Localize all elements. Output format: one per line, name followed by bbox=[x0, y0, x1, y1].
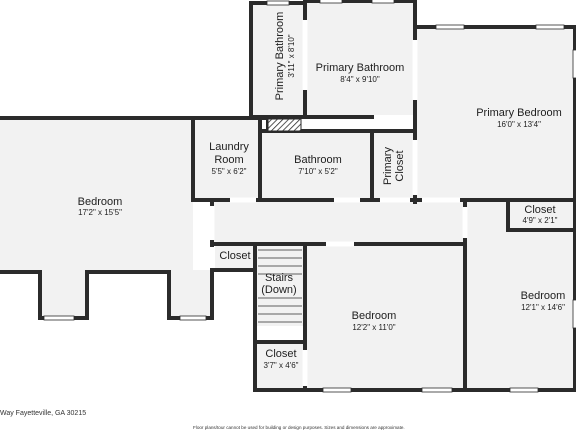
room-bathroom: Bathroom 7'10" x 5'2" bbox=[294, 154, 342, 176]
room-name-line1: Primary bbox=[382, 147, 394, 185]
stairs-treads bbox=[258, 249, 302, 323]
room-primary-closet: Primary Closet bbox=[382, 147, 406, 185]
room-dims: 17'2" x 15'5" bbox=[78, 208, 122, 217]
room-dims: 3'11" x 8'10" bbox=[287, 34, 296, 77]
room-name: Bedroom bbox=[78, 196, 123, 208]
room-dims: 5'5" x 6'2" bbox=[212, 167, 247, 176]
room-bedroom-center: Bedroom 12'2" x 11'0" bbox=[352, 310, 397, 332]
room-closet-small: Closet 3'7" x 4'6" bbox=[264, 348, 299, 370]
room-dims: 12'2" x 11'0" bbox=[352, 323, 395, 332]
room-primary-bathroom-small: Primary Bathroom 3'11" x 8'10" bbox=[274, 12, 296, 101]
room-name: Primary Bedroom bbox=[476, 107, 562, 119]
disclaimer-text: Floor plans/tour cannot be used for buil… bbox=[193, 425, 405, 430]
room-name-line2: Room bbox=[214, 154, 243, 166]
room-dims: 8'4" x 9'10" bbox=[340, 75, 380, 84]
floor-area bbox=[0, 0, 576, 389]
room-name: Bedroom bbox=[521, 290, 566, 302]
room-primary-bathroom: Primary Bathroom 8'4" x 9'10" bbox=[316, 62, 405, 84]
room-name: Bedroom bbox=[352, 310, 397, 322]
room-name-line2: (Down) bbox=[261, 284, 296, 296]
room-bedroom-left: Bedroom 17'2" x 15'5" bbox=[78, 196, 123, 217]
room-laundry: Laundry Room 5'5" x 6'2" bbox=[209, 141, 249, 176]
room-name-line1: Laundry bbox=[209, 141, 249, 153]
room-dims: 12'1" x 14'6" bbox=[521, 303, 565, 312]
room-name: Primary Bathroom bbox=[274, 12, 286, 101]
room-dims: 3'7" x 4'6" bbox=[264, 361, 299, 370]
room-name: Primary Bathroom bbox=[316, 62, 405, 74]
room-name: Bathroom bbox=[294, 154, 342, 166]
room-dims: 4'9" x 2'1" bbox=[523, 216, 558, 225]
room-name: Closet bbox=[265, 348, 296, 360]
room-primary-bedroom: Primary Bedroom 16'0" x 13'4" bbox=[476, 107, 562, 129]
hatched-chase bbox=[267, 118, 302, 132]
room-bedroom-right: Bedroom 12'1" x 14'6" bbox=[521, 290, 566, 312]
room-closet-hall: Closet bbox=[219, 250, 250, 262]
windows bbox=[43, 0, 576, 393]
room-name: Closet bbox=[524, 204, 555, 216]
room-dims: 7'10" x 5'2" bbox=[298, 167, 338, 176]
openings bbox=[209, 20, 468, 386]
room-name-line2: Closet bbox=[394, 150, 406, 181]
address-text: Way Fayetteville, GA 30215 bbox=[0, 410, 87, 417]
room-dims: 16'0" x 13'4" bbox=[497, 120, 541, 129]
room-name: Closet bbox=[219, 250, 250, 262]
room-stairs: Stairs (Down) bbox=[261, 272, 296, 296]
room-closet-right: Closet 4'9" x 2'1" bbox=[523, 204, 558, 225]
room-name-line1: Stairs bbox=[265, 272, 294, 284]
